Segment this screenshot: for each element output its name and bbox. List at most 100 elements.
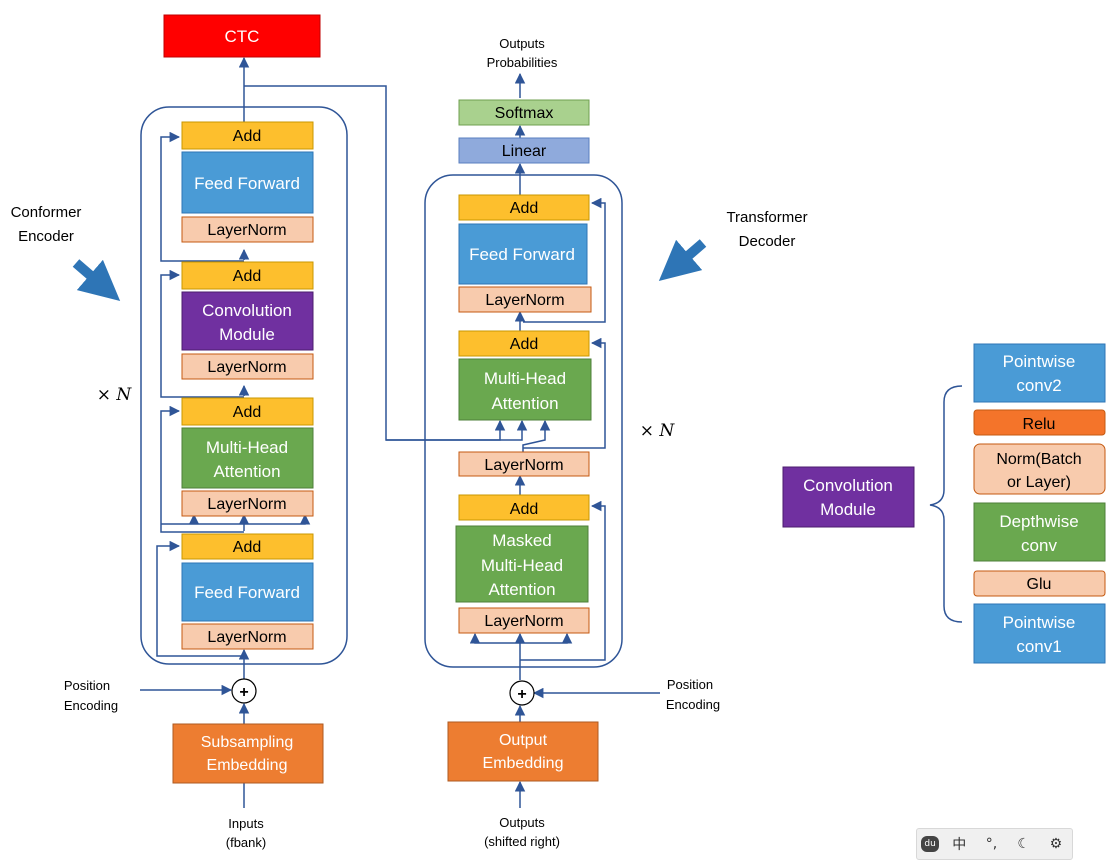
- conv-module-line2: Module: [820, 500, 876, 519]
- encoder-subsampling-embedding: [172, 723, 324, 784]
- encoder-feed-forward-1-label: Feed Forward: [194, 583, 300, 602]
- encoder-embedding-line2: Embedding: [207, 757, 288, 774]
- encoder-layernorm-3-label: LayerNorm: [207, 359, 286, 376]
- conv-item-relu-label: Relu: [1023, 416, 1056, 433]
- decoder-add-2-label: Add: [510, 336, 538, 353]
- decoder-input-line2: (shifted right): [484, 834, 560, 849]
- decoder-layernorm-1-label: LayerNorm: [484, 613, 563, 630]
- decoder-add-3: [458, 194, 590, 221]
- conv-module-box: [782, 466, 915, 528]
- conv-item-norm-line1: Norm(Batch: [996, 451, 1081, 468]
- conv-item-pointwise-conv1-line1: Pointwise: [1003, 613, 1076, 632]
- conv-module-brace: [929, 385, 963, 623]
- decoder-side-label-line2: Decoder: [739, 233, 796, 250]
- decoder-multi-head-attention: [458, 358, 592, 421]
- encoder-convolution-module-line2: Module: [219, 325, 275, 344]
- encoder-layernorm-1-label: LayerNorm: [207, 629, 286, 646]
- decoder-linear-label: Linear: [502, 143, 547, 160]
- decoder-output-embedding: [447, 721, 599, 782]
- encoder-repeat-label: × N: [97, 385, 133, 405]
- encoder-layernorm-4-label: LayerNorm: [207, 222, 286, 239]
- ime-language-toggle[interactable]: 中: [952, 837, 967, 853]
- encoder-add-3: [181, 261, 314, 290]
- ctc-block: [163, 14, 321, 58]
- decoder-connections: [469, 72, 660, 808]
- decoder-add-2: [458, 330, 590, 357]
- decoder-side-label-line1: Transformer: [726, 209, 807, 226]
- ime-logo-icon[interactable]: du: [921, 836, 940, 852]
- decoder-softmax-label: Softmax: [495, 105, 554, 122]
- decoder-feed-forward: [458, 223, 588, 285]
- ime-punctuation-toggle[interactable]: °,: [985, 836, 998, 852]
- conv-item-pointwise-conv2-line2: conv2: [1016, 376, 1061, 395]
- decoder-feed-forward-label: Feed Forward: [469, 245, 575, 264]
- conv-item-pointwise-conv1: [973, 603, 1106, 664]
- decoder-layernorm-2: [458, 451, 590, 477]
- encoder-position-encoding-line2: Encoding: [64, 698, 118, 713]
- ctc-label: CTC: [225, 27, 260, 46]
- decoder-add-3-label: Add: [510, 200, 538, 217]
- encoder-add-1: [181, 533, 314, 560]
- encoder-layernorm-3: [181, 353, 314, 380]
- conv-item-glu: [973, 570, 1106, 597]
- encoder-add-1-label: Add: [233, 539, 261, 556]
- encoder-feed-forward-2-label: Feed Forward: [194, 174, 300, 193]
- conv-item-pointwise-conv2: [973, 343, 1106, 403]
- encoder-multi-head-attention: [181, 427, 314, 489]
- encoder-multi-head-attention-line2: Attention: [213, 462, 280, 481]
- conv-module-line1: Convolution: [803, 476, 893, 495]
- decoder-masked-mha-line3: Attention: [488, 580, 555, 599]
- conv-item-norm: [973, 443, 1106, 495]
- conv-item-glu-label: Glu: [1027, 576, 1052, 593]
- encoder-add-4: [181, 121, 314, 150]
- conv-item-depthwise-conv: [973, 502, 1106, 562]
- conv-item-depthwise-line2: conv: [1021, 536, 1057, 555]
- encoder-input-line2: (fbank): [226, 835, 266, 850]
- encoder-plus-circle: +: [231, 678, 257, 704]
- decoder-layernorm-3: [458, 286, 592, 313]
- encoder-convolution-module: [181, 291, 314, 351]
- decoder-embedding-line2: Embedding: [483, 755, 564, 772]
- decoder-layernorm-3-label: LayerNorm: [485, 292, 564, 309]
- decoder-masked-mha-line2: Multi-Head: [481, 556, 563, 575]
- decoder: + Outputs Probabilities Softmax Linear A…: [424, 36, 808, 849]
- encoder-layernorm-2-label: LayerNorm: [207, 496, 286, 513]
- decoder-layernorm-1: [458, 607, 590, 634]
- decoder-layernorm-2-label: LayerNorm: [484, 457, 563, 474]
- decoder-multi-head-attention-line2: Attention: [491, 394, 558, 413]
- gear-icon[interactable]: ⚙: [1049, 836, 1063, 852]
- decoder-masked-mha-line1: Masked: [492, 531, 552, 550]
- encoder-embedding-line1: Subsampling: [201, 734, 294, 751]
- encoder-multi-head-attention-line1: Multi-Head: [206, 438, 288, 457]
- ime-toolbar[interactable]: du 中 °, ☾ ⚙: [916, 828, 1073, 860]
- encoder-plus-sign: +: [239, 684, 248, 701]
- conv-item-pointwise-conv2-line1: Pointwise: [1003, 352, 1076, 371]
- moon-icon[interactable]: ☾: [1017, 836, 1030, 852]
- encoder-convolution-module-line1: Convolution: [202, 301, 292, 320]
- decoder-softmax: [458, 99, 590, 126]
- encoder-pointer-arrow: [72, 259, 121, 302]
- conv-item-depthwise-line1: Depthwise: [999, 512, 1078, 531]
- decoder-container: [424, 174, 623, 668]
- conv-module-detail: Convolution Module Pointwise conv2 Relu …: [782, 343, 1106, 664]
- decoder-outputs-line1: Outputs: [499, 36, 545, 51]
- decoder-masked-multi-head-attention: [455, 525, 589, 603]
- conv-item-relu: [973, 409, 1106, 436]
- decoder-position-encoding-line2: Encoding: [666, 697, 720, 712]
- decoder-repeat-label: × N: [640, 421, 676, 441]
- encoder-layernorm-2: [181, 490, 314, 517]
- decoder-embedding-line1: Output: [499, 732, 548, 749]
- encoder-feed-forward-2: [181, 151, 314, 214]
- encoder-layernorm-1: [181, 623, 314, 650]
- encoder-side-label-line1: Conformer: [11, 204, 82, 221]
- encoder-add-2-label: Add: [233, 404, 261, 421]
- encoder-add-2: [181, 397, 314, 426]
- decoder-plus-circle: +: [509, 680, 535, 706]
- decoder-add-1: [458, 494, 590, 521]
- decoder-multi-head-attention-line1: Multi-Head: [484, 369, 566, 388]
- conv-item-pointwise-conv1-line2: conv1: [1016, 637, 1061, 656]
- encoder-position-encoding-line1: Position: [64, 678, 110, 693]
- encoder: + Add Feed Forward LayerNorm Add Convolu…: [11, 56, 528, 850]
- encoder-layernorm-4: [181, 216, 314, 243]
